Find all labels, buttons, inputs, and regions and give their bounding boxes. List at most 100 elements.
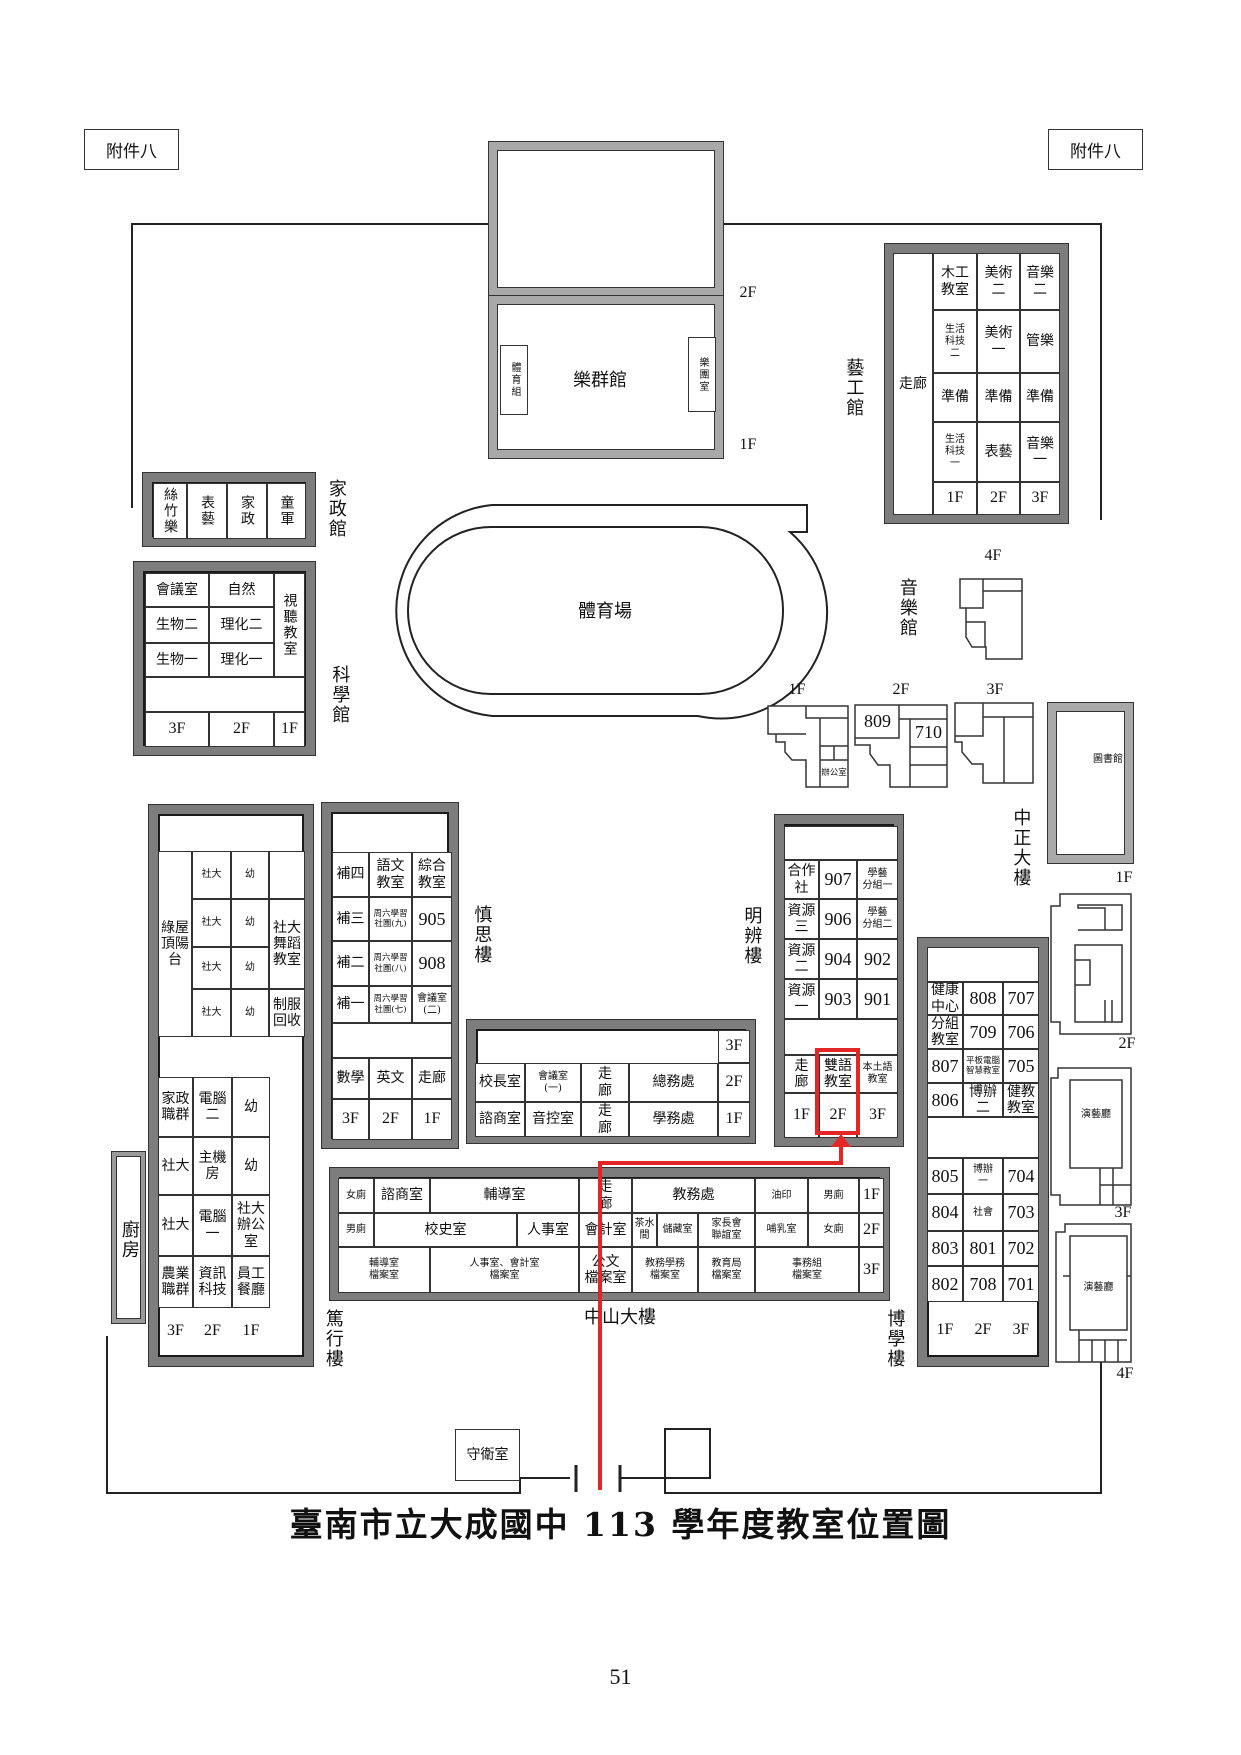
floor-label: 1F (933, 482, 977, 515)
room-label: 音樂 一 (1020, 422, 1060, 482)
room-label: 會議室 (二) (412, 986, 452, 1023)
room-label: 音控室 (525, 1102, 581, 1137)
building-name: 音樂館 (896, 577, 918, 638)
floor-label: 1F (859, 1178, 884, 1213)
floor-label: 2F (739, 283, 757, 301)
room-label: 人事室 (517, 1213, 579, 1247)
room-label: 美術 一 (977, 310, 1020, 373)
room-label: 補四 (332, 852, 369, 897)
room-label: 校史室 (374, 1213, 517, 1247)
music-building-3f-shape (954, 702, 1034, 784)
floor-label: 1F (412, 1099, 452, 1140)
room-label: 校長室 (475, 1063, 525, 1102)
floor-label: 2F (892, 680, 910, 698)
room-label: 908 (412, 941, 452, 986)
room-label: 社大 (192, 851, 231, 899)
room-label: 學藝 分組一 (857, 860, 898, 899)
room-label: 合作 社 (784, 860, 819, 899)
floor-label: 1F (274, 712, 305, 747)
room-label: 會議室 (145, 573, 209, 607)
floor-label: 4F (1116, 1364, 1134, 1382)
room-label: 人事室、會計室 檔案室 (430, 1247, 579, 1293)
hall-label: 演藝廳 (1083, 1281, 1114, 1293)
room-label: 社大 (158, 1195, 193, 1256)
room-label: 幼 (231, 947, 269, 989)
room-label: 802 (927, 1266, 963, 1302)
room-label: 906 (819, 899, 857, 939)
floor-label: 2F (204, 1322, 221, 1340)
room-label: 幼 (232, 1137, 270, 1195)
room-label: 綜合 教室 (412, 852, 452, 897)
room-label: 學務處 (629, 1102, 718, 1137)
room-label: 雙語 教室 (819, 1055, 857, 1093)
room-label: 木工 教室 (933, 253, 977, 310)
room-label: 807 (927, 1049, 963, 1083)
gate-box-right (664, 1428, 711, 1479)
room-label: 博辦 二 (963, 1083, 1003, 1117)
room-label: 數學 (332, 1058, 369, 1099)
music-building-4f-shape (959, 578, 1023, 660)
blank-area (332, 1023, 452, 1058)
room-label: 表藝 (187, 483, 227, 539)
building-lequn-upper (488, 141, 724, 297)
room-label: 生活 科技 一 (933, 422, 977, 482)
room-label: 諮商室 (374, 1178, 430, 1213)
building-name: 圖書館 (1093, 754, 1123, 765)
room-label: 社大 (192, 989, 231, 1037)
building-lequn-lower (488, 295, 724, 459)
room-label: 理化一 (209, 643, 274, 677)
room-label: 總務處 (629, 1063, 718, 1102)
building-name: 家政館 (325, 479, 347, 539)
room-label: 輔導室 (430, 1178, 579, 1213)
building-kitchen (111, 1151, 146, 1324)
room-label: 702 (1003, 1231, 1039, 1266)
room-label: 樂團室 (688, 337, 716, 412)
attachment-label-left: 附件八 (84, 129, 179, 170)
zhongzheng-block-3f (1050, 1067, 1132, 1206)
room-label: 804 (927, 1194, 963, 1231)
floor-label: 3F (167, 1322, 184, 1340)
room-label: 705 (1003, 1049, 1039, 1083)
floor-label: 1F (1115, 868, 1133, 886)
room-label: 805 (927, 1158, 963, 1194)
room-label: 健教 教室 (1003, 1083, 1039, 1117)
floor-label: 2F (819, 1093, 857, 1138)
room-label: 709 (963, 1015, 1003, 1049)
building-library (1047, 702, 1134, 864)
room-label: 女廁 (808, 1213, 859, 1247)
floor-label: 2F (718, 1063, 750, 1102)
floor-label: 3F (1012, 1320, 1030, 1338)
room-label: 辦公室 (821, 768, 847, 779)
room-label: 表藝 (977, 422, 1020, 482)
room-label: 女廁 (338, 1178, 374, 1213)
room-label: 補三 (332, 897, 369, 941)
room-label: 701 (1003, 1266, 1039, 1302)
building-name: 明辨樓 (741, 906, 763, 966)
page-number: 51 (609, 1664, 632, 1689)
room-label: 油印 (755, 1178, 808, 1213)
room-label: 幼 (231, 899, 269, 947)
floor-label: 3F (986, 680, 1004, 698)
floor-label: 1F (784, 1093, 819, 1138)
room-label: 幼 (231, 989, 269, 1037)
blank-area (927, 1117, 1039, 1158)
room-label: 走 廊 (581, 1063, 629, 1102)
room-label: 社大 (192, 947, 231, 989)
blank-area (269, 851, 305, 899)
floor-label: 1F (936, 1320, 954, 1338)
room-label: 本土語 教室 (857, 1055, 898, 1093)
floor-label: 2F (974, 1320, 992, 1338)
room-label: 會計室 (579, 1213, 632, 1247)
room-label: 準備 (933, 373, 977, 422)
room-label: 分組 教室 (927, 1015, 963, 1049)
room-label: 家長會 聯誼室 (698, 1213, 755, 1247)
hall-label: 演藝廳 (1081, 1109, 1111, 1120)
room-label: 生物一 (145, 643, 209, 677)
room-label: 社大 (192, 899, 231, 947)
floor-label: 3F (1020, 482, 1060, 515)
room-label: 周六學習 社團(九) (369, 897, 412, 941)
room-label: 808 (963, 982, 1003, 1015)
room-label: 農業 職群 (158, 1256, 193, 1308)
room-label: 員工 餐廳 (232, 1256, 270, 1308)
room-label: 電腦 二 (193, 1077, 232, 1137)
